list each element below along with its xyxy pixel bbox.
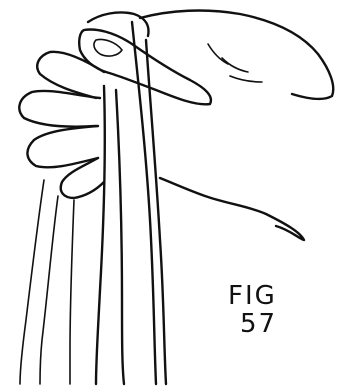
figure-caption: FIG 57 (228, 282, 308, 338)
ribbon-band-left-inner (116, 90, 124, 384)
finger-ring (27, 126, 98, 167)
figure-label: FIG (228, 281, 277, 311)
strand-left-3 (70, 200, 74, 384)
strand-left-2 (40, 196, 58, 384)
hand-lower-contour (160, 178, 304, 240)
figure-number: 57 (228, 310, 308, 338)
ribbon-band-right-outer (132, 22, 156, 384)
thumbnail (94, 39, 122, 56)
finger-middle (19, 91, 100, 127)
hand-back-outline (140, 11, 333, 100)
ribbon-fold-top (88, 12, 148, 36)
knuckle-crease-2 (222, 58, 248, 72)
knuckle-crease-3 (230, 76, 262, 82)
ribbon-band-left-outer (96, 86, 105, 384)
